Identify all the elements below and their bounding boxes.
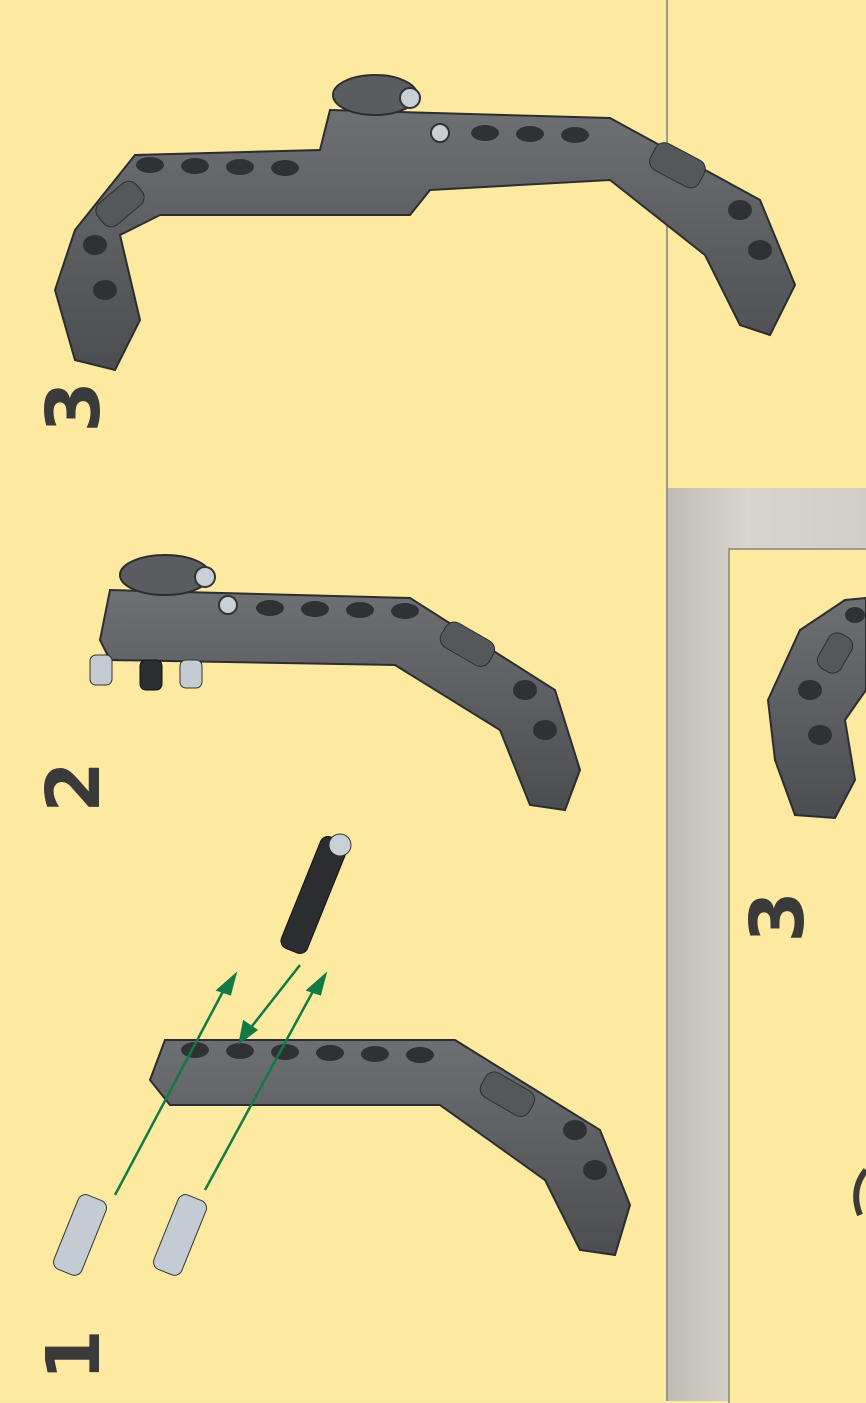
step3-beam-assembly <box>55 75 795 370</box>
inset-beam <box>768 598 866 818</box>
step-number-1: 1 <box>37 1329 111 1381</box>
step1-black-pin <box>279 834 351 956</box>
step1-gray-pin-left <box>51 1192 109 1277</box>
step-number-2: 2 <box>37 761 111 813</box>
arrowhead-left <box>218 975 235 994</box>
arrowhead-right <box>308 975 325 994</box>
step1-gray-pin-right <box>151 1192 209 1277</box>
step-number-3: 3 <box>37 381 111 433</box>
inset-step-number-3: 3 <box>741 891 815 943</box>
step2-beam-assembly <box>90 555 580 810</box>
inset-next-step-fragment <box>856 1170 866 1215</box>
arrow-black-pin <box>245 965 300 1035</box>
step1-beam-assembly <box>150 1040 630 1255</box>
